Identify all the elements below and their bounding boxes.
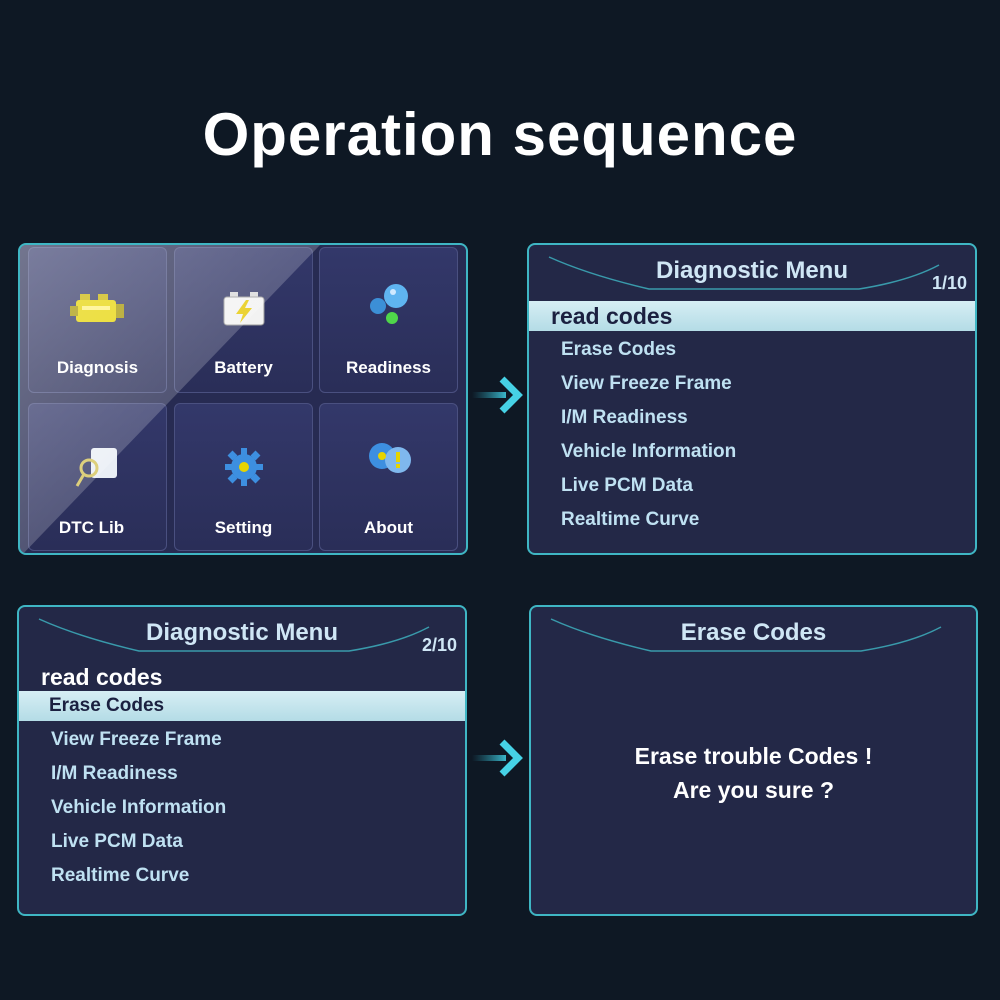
tile-label-battery: Battery <box>214 358 273 377</box>
menu-item-vehicle-information[interactable]: Vehicle Information <box>51 797 227 818</box>
tile-label-readiness: Readiness <box>345 358 432 377</box>
confirm-message-line-1: Erase trouble Codes ! <box>634 743 873 769</box>
panel-title: Erase Codes <box>680 619 827 646</box>
menu-item-im-readiness[interactable]: I/M Readiness <box>561 407 688 428</box>
tile-about[interactable]: About <box>319 403 458 551</box>
magnifier-icon <box>73 446 123 497</box>
molecule-icon <box>364 282 414 333</box>
panel-header: Diagnostic Menu 1/10 <box>529 245 975 293</box>
page-counter: 2/10 <box>421 635 457 655</box>
confirm-message-line-2: Are you sure ? <box>672 777 835 803</box>
menu-item-erase-codes[interactable]: Erase Codes <box>19 691 465 721</box>
menu-list: read codes Erase Codes View Freeze Frame… <box>529 301 975 537</box>
tile-diagnosis[interactable]: Diagnosis <box>28 247 167 393</box>
arrow-right-icon <box>472 739 523 777</box>
home-screen-panel: Diagnosis Battery Readiness <box>18 243 468 555</box>
tile-battery[interactable]: Battery <box>174 247 313 393</box>
diagnostic-menu-panel-2: Diagnostic Menu 2/10 read codes Erase Co… <box>17 605 467 916</box>
tile-setting[interactable]: Setting <box>174 403 313 551</box>
diagnostic-menu-panel-1: Diagnostic Menu 1/10 read codes Erase Co… <box>527 243 977 555</box>
menu-item-read-codes[interactable]: read codes <box>529 301 975 331</box>
tile-readiness[interactable]: Readiness <box>319 247 458 393</box>
panel-header: Erase Codes <box>531 607 976 653</box>
panel-header: Diagnostic Menu 2/10 <box>19 607 465 655</box>
menu-item-view-freeze-frame[interactable]: View Freeze Frame <box>561 373 732 394</box>
erase-codes-panel: Erase Codes Erase trouble Codes ! Are yo… <box>529 605 978 916</box>
info-gear-icon <box>364 438 414 483</box>
tile-dtc-lib[interactable]: DTC Lib <box>28 403 167 551</box>
menu-item-live-pcm-data[interactable]: Live PCM Data <box>561 475 693 496</box>
battery-icon <box>222 290 266 333</box>
menu-item-live-pcm-data[interactable]: Live PCM Data <box>51 831 183 852</box>
menu-item-view-freeze-frame[interactable]: View Freeze Frame <box>51 729 222 750</box>
engine-icon <box>68 288 128 333</box>
menu-item-erase-codes[interactable]: Erase Codes <box>561 339 677 360</box>
arrow-right-icon <box>472 376 523 414</box>
menu-list: read codes Erase Codes View Freeze Frame… <box>19 659 465 893</box>
menu-item-realtime-curve[interactable]: Realtime Curve <box>51 865 190 886</box>
page-counter: 1/10 <box>931 273 967 293</box>
tile-label-about: About <box>363 518 414 537</box>
panel-title: Diagnostic Menu <box>145 619 338 646</box>
page-title: Operation sequence <box>202 101 798 168</box>
panel-title: Diagnostic Menu <box>655 257 848 284</box>
menu-item-realtime-curve[interactable]: Realtime Curve <box>561 509 700 530</box>
menu-item-read-codes[interactable]: read codes <box>41 664 163 690</box>
tile-label-setting: Setting <box>214 518 273 537</box>
tile-label-diagnosis: Diagnosis <box>56 358 139 377</box>
gear-icon <box>223 446 265 493</box>
menu-item-im-readiness[interactable]: I/M Readiness <box>51 763 178 784</box>
tile-label-dtc-lib: DTC Lib <box>58 518 125 537</box>
menu-item-vehicle-information[interactable]: Vehicle Information <box>561 441 737 462</box>
